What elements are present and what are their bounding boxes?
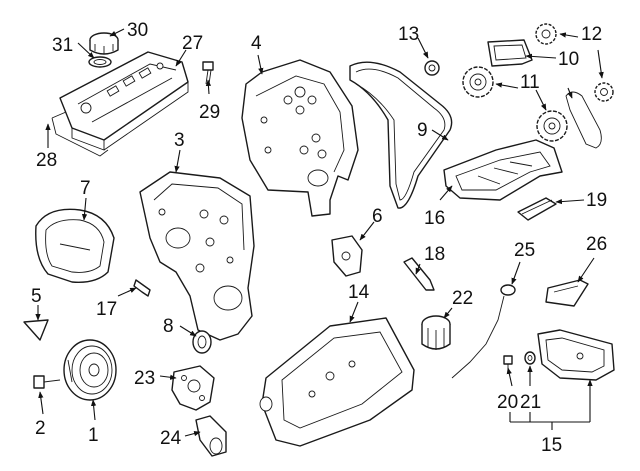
cap-seal [88, 56, 112, 68]
callout-17: 17 [96, 299, 117, 320]
callout-22: 22 [452, 288, 473, 309]
callout-6: 6 [372, 206, 383, 227]
callout-19: 19 [586, 190, 607, 211]
heat-shield [545, 279, 589, 307]
pulley-bolt [33, 375, 61, 389]
baffle-plate [443, 139, 563, 201]
drain-washer [524, 351, 536, 365]
lower-oil-pan [537, 329, 615, 381]
callout-1: 1 [88, 425, 99, 446]
callout-26: 26 [586, 234, 607, 255]
oil-pump [171, 365, 215, 411]
callout-21: 21 [520, 392, 541, 413]
valve-cover [59, 51, 189, 151]
callout-18: 18 [424, 244, 445, 265]
callout-23: 23 [134, 368, 155, 389]
callout-20: 20 [497, 392, 518, 413]
upper-oil-pan [259, 317, 415, 447]
callout-9: 9 [417, 120, 428, 141]
oil-filler-cap [89, 32, 119, 55]
callout-15: 15 [541, 435, 562, 456]
callout-29: 29 [199, 102, 220, 123]
callout-16: 16 [424, 208, 445, 229]
idler-sprocket [424, 60, 440, 76]
water-pump-cover [35, 208, 115, 283]
front-timing-cover [139, 171, 255, 341]
oil-strainer [195, 415, 227, 457]
callout-13: 13 [398, 24, 419, 45]
drain-plug [503, 355, 513, 374]
oil-dipstick [451, 284, 516, 379]
gasket [23, 319, 49, 341]
callout-30: 30 [127, 20, 148, 41]
callout-12: 12 [581, 24, 602, 45]
secondary-chain [565, 91, 602, 149]
callout-28: 28 [36, 150, 57, 171]
callout-8: 8 [163, 316, 174, 337]
timing-chain [349, 61, 453, 209]
callout-2: 2 [35, 418, 46, 439]
callout-14: 14 [348, 282, 370, 303]
bracket [133, 279, 151, 297]
crankshaft-pulley [63, 339, 117, 401]
callout-7: 7 [80, 178, 91, 199]
oil-filter [421, 315, 451, 350]
front-crank-seal [192, 330, 212, 354]
callout-24: 24 [160, 428, 182, 449]
callout-10: 10 [558, 49, 579, 70]
callout-31: 31 [52, 35, 73, 56]
leader-lines [35, 28, 604, 437]
cam-sprocket-small [535, 23, 614, 102]
camshaft-sprocket [462, 66, 568, 142]
oil-strainer-tube [517, 197, 557, 221]
upper-timing-cover [241, 59, 359, 217]
callout-numbers: 30 31 27 29 28 4 3 7 5 17 8 2 1 23 24 6 … [31, 20, 607, 456]
callout-5: 5 [31, 286, 42, 307]
callout-25: 25 [514, 240, 535, 261]
callout-3: 3 [174, 130, 185, 151]
callout-4: 4 [251, 33, 262, 54]
callout-27: 27 [182, 33, 203, 54]
callout-11: 11 [520, 72, 540, 93]
valve-cover-gasket [51, 111, 109, 157]
